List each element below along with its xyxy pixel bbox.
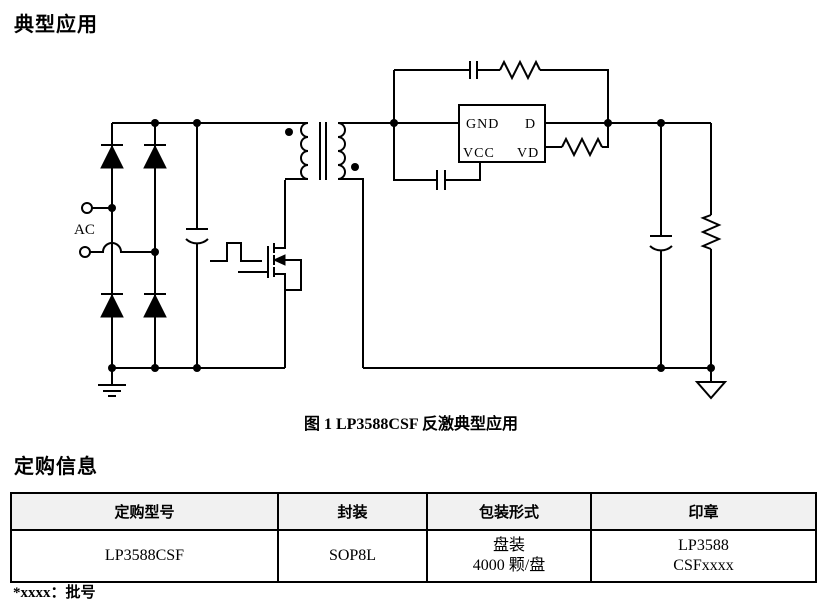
output-capacitor (649, 123, 673, 368)
section-title-typical-application: 典型应用 (14, 14, 98, 36)
column-header-packing-form: 包装形式 (426, 492, 592, 531)
secondary-ground (363, 364, 728, 400)
wire-crossover-hop (90, 242, 155, 253)
diode-icon (143, 144, 167, 169)
mosfet-source (274, 273, 286, 368)
column-header-package: 封装 (277, 492, 428, 531)
mosfet-drain (274, 180, 286, 249)
ac-terminal-bottom (79, 246, 91, 258)
mosfet-body-arrow-icon (272, 254, 286, 266)
vcc-capacitor (393, 123, 481, 190)
gate-pulse-waveform-icon (210, 242, 262, 262)
transformer (285, 122, 394, 368)
section-title-ordering-info: 定购信息 (14, 456, 98, 478)
diode-icon (143, 293, 167, 318)
diode-icon (100, 293, 124, 318)
ic-pin-vcc: VCC (463, 146, 495, 161)
primary-winding (300, 122, 309, 180)
bulk-capacitor-icon (185, 119, 209, 372)
vd-resistor (545, 125, 609, 158)
column-header-marking: 印章 (590, 492, 817, 531)
cell-package: SOP8L (277, 529, 428, 583)
ic-pin-d: D (525, 117, 536, 132)
ac-input: AC (74, 202, 155, 258)
ordering-info-table: 定购型号 封装 包装形式 印章 LP3588CSF SOP8L 盘装 4000 … (10, 492, 817, 583)
column-header-order-model: 定购型号 (10, 492, 279, 531)
primary-phase-dot (285, 128, 293, 136)
ic-pin-vd: VD (517, 146, 539, 161)
ac-label: AC (74, 222, 95, 238)
mosfet (238, 180, 302, 368)
cell-packing-form: 盘装 4000 颗/盘 (426, 529, 592, 583)
secondary-phase-dot (351, 163, 359, 171)
ic-block: GND D VCC VD (390, 104, 711, 163)
resistor-icon (561, 136, 603, 158)
ic-body (458, 104, 546, 163)
diode-icon (100, 144, 124, 169)
earth-ground-icon (98, 368, 126, 397)
bridge-rectifier (100, 119, 308, 372)
typical-application-circuit: AC (74, 59, 728, 400)
cell-order-model: LP3588CSF (10, 529, 279, 583)
table-row: LP3588CSF SOP8L 盘装 4000 颗/盘 LP3588 CSFxx… (10, 529, 817, 583)
output-resistor (700, 123, 722, 368)
secondary-winding (337, 122, 346, 180)
ic-pin-gnd: GND (466, 117, 499, 132)
feedback-rc-network (393, 59, 609, 123)
capacitor-icon (469, 61, 478, 79)
mosfet-body-link (274, 259, 302, 291)
figure-caption: 图 1 LP3588CSF 反激典型应用 (303, 416, 519, 433)
resistor-icon (499, 59, 541, 81)
resistor-icon (700, 214, 722, 250)
signal-ground-icon (694, 368, 728, 400)
ac-terminal-top (81, 202, 93, 214)
table-header-row: 定购型号 封装 包装形式 印章 (10, 492, 817, 531)
batch-number-footnote: *xxxx：批号 (13, 585, 96, 601)
cell-marking: LP3588 CSFxxxx (590, 529, 817, 583)
capacitor-icon (436, 170, 446, 190)
